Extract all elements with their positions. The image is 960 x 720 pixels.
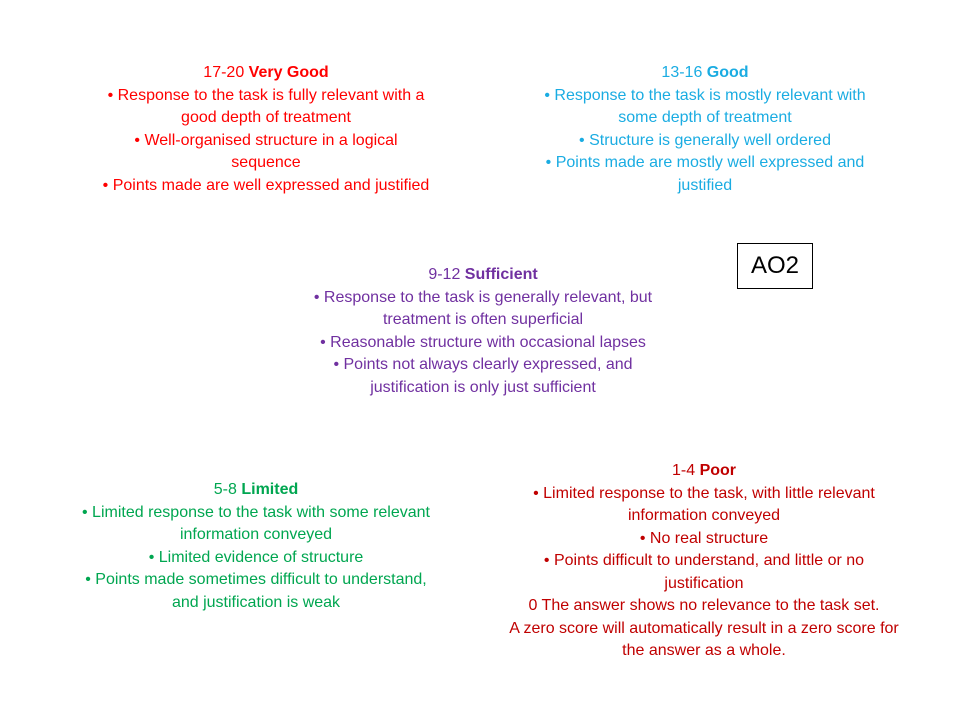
band-criterion: • Response to the task is fully relevant… [107, 86, 425, 127]
band-grade: Limited [241, 481, 299, 498]
band-grade: Sufficient [464, 266, 538, 283]
band-criterion: • Limited evidence of structure [148, 548, 364, 566]
band-criterion: • Response to the task is mostly relevan… [544, 86, 866, 127]
band-very-good: 17-20 Very Good • Response to the task i… [100, 62, 432, 197]
assessment-objective-label: AO2 [737, 243, 813, 289]
band-criterion: • Points not always clearly expressed, a… [333, 356, 633, 396]
band-heading: 1-4 Poor [506, 460, 902, 483]
band-heading: 9-12 Sufficient [300, 264, 666, 287]
zero-score-note: 0 The answer shows no relevance to the t… [528, 597, 880, 614]
band-range: 9-12 [428, 266, 461, 283]
band-heading: 5-8 Limited [80, 479, 432, 502]
band-grade: Poor [699, 462, 737, 479]
band-sufficient: 9-12 Sufficient • Response to the task i… [300, 264, 666, 399]
band-criterion: • Response to the task is generally rele… [313, 288, 653, 329]
band-grade: Very Good [248, 64, 329, 81]
band-range: 1-4 [671, 462, 696, 479]
band-criterion: • Well-organised structure in a logical … [134, 131, 398, 172]
band-criterion: • Limited response to the task with some… [82, 503, 430, 544]
band-heading: 17-20 Very Good [100, 62, 432, 85]
band-good: 13-16 Good • Response to the task is mos… [524, 62, 886, 197]
band-heading: 13-16 Good [524, 62, 886, 85]
band-criterion: • Points made sometimes difficult to und… [85, 571, 427, 611]
band-criterion: • Limited response to the task, with lit… [533, 484, 875, 525]
band-criterion: • Points difficult to understand, and li… [543, 552, 865, 592]
band-criterion: • Structure is generally well ordered [579, 131, 831, 149]
band-range: 13-16 [661, 64, 703, 81]
band-grade: Good [706, 64, 749, 81]
band-range: 5-8 [213, 481, 237, 498]
band-criterion: • Reasonable structure with occasional l… [320, 333, 646, 351]
band-range: 17-20 [203, 64, 245, 81]
band-poor: 1-4 Poor • Limited response to the task,… [506, 460, 902, 663]
band-criterion: • Points made are well expressed and jus… [102, 176, 430, 194]
band-limited: 5-8 Limited • Limited response to the ta… [80, 479, 432, 614]
zero-score-note: A zero score will automatically result i… [509, 619, 899, 660]
band-criterion: • Points made are mostly well expressed … [545, 154, 865, 194]
band-criterion: • No real structure [639, 529, 769, 547]
